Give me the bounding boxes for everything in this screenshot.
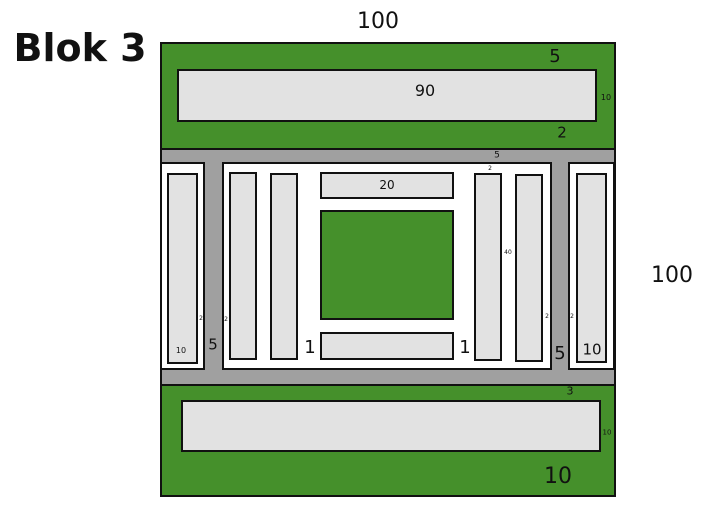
bottom-margin-label: 10 (544, 464, 572, 489)
top-inner-width: 90 (414, 81, 436, 100)
right-panel-bar (576, 173, 607, 363)
top-inner-rect (177, 69, 597, 122)
top-center-bar (320, 172, 454, 199)
top-bottom-margin-label: 2 (557, 123, 567, 142)
bottom-top-margin-label: 3 (566, 384, 574, 398)
top-center-bar-label: 20 (379, 178, 395, 192)
bar-height-label: 40 (504, 249, 512, 256)
bar-top-gap: 2 (488, 165, 492, 172)
top-margin-label: 5 (549, 46, 561, 67)
right-spacing-label: 5 (554, 343, 566, 364)
bottom-right-margin-label: 10 (602, 428, 612, 437)
center-left-gap: 2 (224, 316, 228, 323)
diagram-title: Blok 3 (13, 26, 147, 70)
width-label: 100 (357, 9, 399, 34)
right-gap-label: 2 (545, 313, 549, 320)
top-right-margin-label: 10 (600, 93, 612, 102)
spacing-right-label: 1 (459, 337, 471, 358)
bar-3 (474, 173, 502, 361)
left-panel-label: 10 (175, 346, 187, 355)
bottom-inner-rect (181, 400, 601, 452)
left-spacing-label: 5 (208, 335, 218, 354)
right-panel-gap: 2 (570, 313, 574, 320)
bar-2 (270, 173, 298, 360)
height-label: 100 (651, 263, 693, 288)
bar-1 (229, 172, 257, 360)
spacing-left-label: 1 (304, 337, 316, 358)
middle-top-gap-label: 5 (494, 150, 500, 161)
right-panel-label: 10 (582, 340, 602, 359)
left-panel-bar (167, 173, 198, 364)
left-panel-gap: 2 (199, 315, 203, 322)
bar-4 (515, 174, 543, 362)
center-green-square (320, 210, 454, 320)
bottom-center-bar (320, 332, 454, 360)
